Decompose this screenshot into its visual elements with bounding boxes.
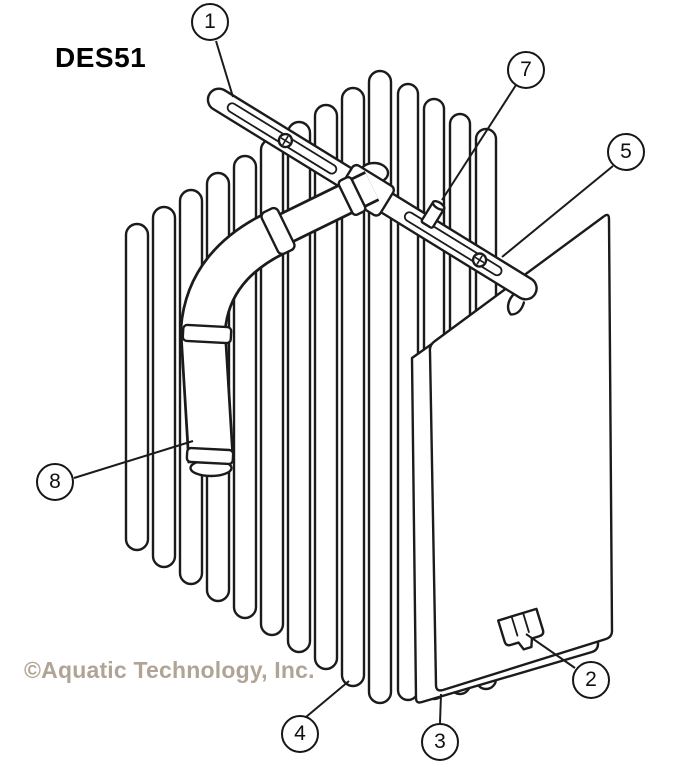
front-grid-panel xyxy=(428,213,614,692)
screw-cross-icon xyxy=(280,135,291,146)
grid-fin xyxy=(313,103,339,671)
leader-line-3 xyxy=(439,693,442,724)
standpipe-band xyxy=(181,323,233,345)
grid-fin xyxy=(367,69,393,705)
grid-fin xyxy=(340,86,366,688)
leader-lines xyxy=(73,40,614,724)
leader-line-5 xyxy=(501,165,614,258)
pipe-collar xyxy=(337,176,367,216)
leader-line-2 xyxy=(525,633,576,669)
bottom-clip xyxy=(496,607,545,651)
leader-line-8 xyxy=(73,440,194,479)
grid-fin xyxy=(151,205,177,569)
callout-3: 3 xyxy=(421,723,459,761)
callout-4: 4 xyxy=(281,715,319,753)
watermark-text: ©Aquatic Technology, Inc. xyxy=(24,657,315,683)
standpipe-rim xyxy=(185,446,235,466)
elbow-coupling xyxy=(260,206,296,256)
leader-line-1 xyxy=(215,40,234,98)
bar-end-hook xyxy=(506,292,526,316)
grid-fins xyxy=(124,69,393,705)
callout-1: 1 xyxy=(191,3,229,41)
callout-7: 7 xyxy=(507,51,545,89)
callout-5: 5 xyxy=(607,133,645,171)
grid-fin xyxy=(124,222,150,552)
grid-fin xyxy=(286,120,312,654)
air-bleed-fitting-top xyxy=(431,199,446,211)
callout-2: 2 xyxy=(572,661,610,699)
callout-8: 8 xyxy=(36,463,74,501)
leader-line-7 xyxy=(441,84,517,201)
diagram-title: DES51 xyxy=(55,42,147,73)
screw-cross-icon xyxy=(474,255,485,265)
leader-line-4 xyxy=(305,680,350,718)
bar-slot-right xyxy=(403,211,503,277)
